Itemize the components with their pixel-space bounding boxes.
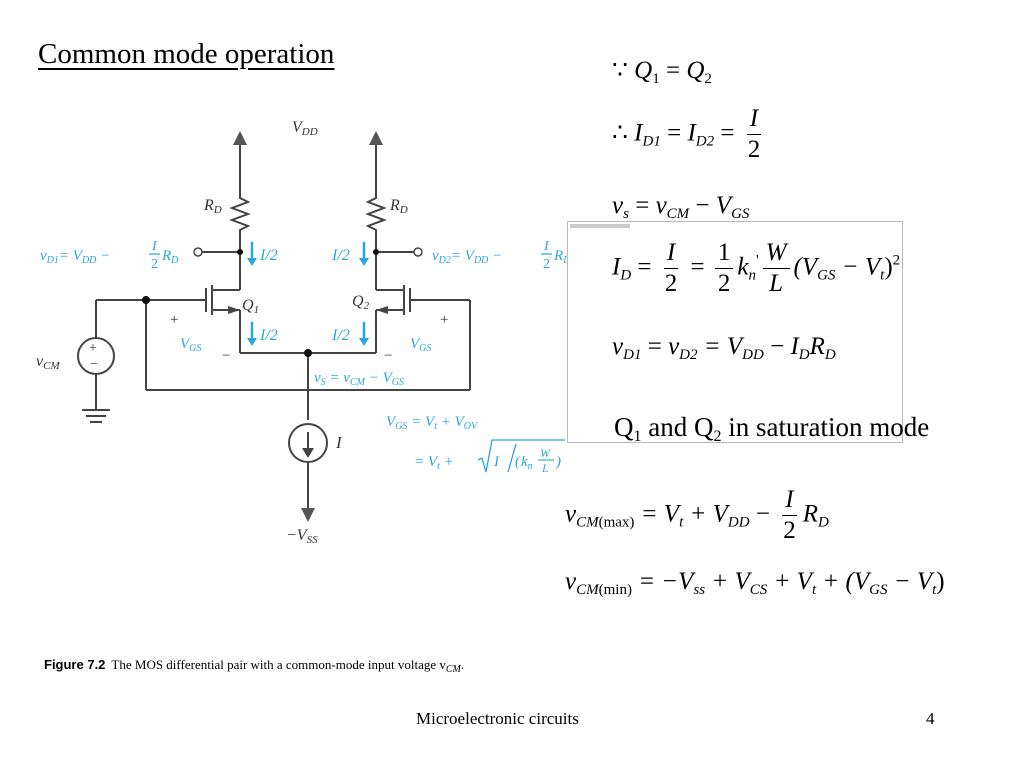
vgs-equation-2: = Vt + I ( kn W L ) <box>414 439 565 475</box>
equation-q1-equals-q2: ∵ Q1 = Q2 <box>612 57 712 87</box>
svg-text:L: L <box>541 461 549 475</box>
svg-text:= Vt +: = Vt + <box>414 454 454 472</box>
rd-left-label: RD <box>203 197 222 216</box>
q1-label: Q1 <box>242 297 259 316</box>
vs-expression: vS = vCM − VGS <box>314 370 404 388</box>
svg-text:RD: RD <box>161 248 179 266</box>
overlay-panel-caption-strip <box>570 224 630 228</box>
svg-text:RD: RD <box>553 248 571 266</box>
overlay-panel <box>567 221 903 443</box>
circuit-diagram: VDD RD RD Q1 Q2 I/2 I/2 I/2 I/2 VGS VGS … <box>36 119 571 546</box>
vss-label: −VSS <box>286 527 318 546</box>
vgs-right-label: VGS <box>410 336 431 354</box>
minus-left: − <box>222 348 230 364</box>
svg-text:I: I <box>493 454 500 470</box>
page-number: 4 <box>926 709 935 728</box>
slide-title: Common mode operation <box>38 38 335 70</box>
q1-arrow <box>228 306 240 314</box>
saturation-note: Q1 and Q2 in saturation mode <box>614 412 930 445</box>
vdd-label: VDD <box>292 119 318 138</box>
svg-text:2: 2 <box>543 257 550 272</box>
plus-left: + <box>170 312 178 328</box>
minus-right: − <box>384 348 392 364</box>
q2-label: Q2 <box>352 293 370 312</box>
svg-text:vD1= VDD −: vD1= VDD − <box>40 248 110 266</box>
i-half-bottom-left: I/2 <box>259 327 278 344</box>
equation-vd: vD1 = vD2 = VDD − IDRD <box>612 333 836 363</box>
q2-arrow <box>376 306 388 314</box>
equation-vs: vs = vCM − VGS <box>612 192 750 222</box>
vgs-left-label: VGS <box>180 336 201 354</box>
svg-text:): ) <box>555 454 561 470</box>
svg-text:vD2= VDD −: vD2= VDD − <box>432 248 502 266</box>
i-half-bottom-right: I/2 <box>331 327 350 344</box>
vgs-equation-1: VGS = Vt + VOV <box>386 414 479 432</box>
footer-text: Microelectronic circuits <box>416 709 579 728</box>
svg-text:W: W <box>540 446 551 460</box>
vcm-label: vCM <box>36 353 60 372</box>
vd2-expression: vD2= VDD − I 2 RD <box>432 239 571 272</box>
i-half-top-left: I/2 <box>259 247 278 264</box>
current-label: I <box>335 433 343 452</box>
svg-text:I: I <box>543 239 550 254</box>
svg-text:kn: kn <box>521 454 533 472</box>
vcm-plus: + <box>89 341 97 356</box>
vd1-expression: vD1= VDD − I 2 RD <box>40 239 179 272</box>
plus-right: + <box>440 312 448 328</box>
vcm-minus: − <box>90 357 98 372</box>
i-half-top-right: I/2 <box>331 247 350 264</box>
svg-text:2: 2 <box>151 257 158 272</box>
rd-right-label: RD <box>389 197 408 216</box>
equation-vcm-min: vCM(min) = −Vss + VCS + Vt + (VGS − Vt) <box>565 568 945 598</box>
svg-text:I: I <box>151 239 158 254</box>
svg-text:(: ( <box>515 454 521 470</box>
